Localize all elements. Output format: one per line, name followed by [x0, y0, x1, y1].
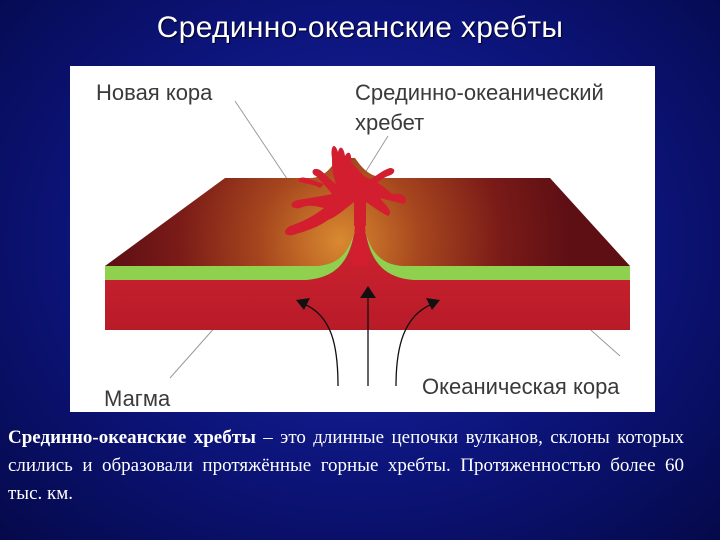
lava-plume	[284, 145, 407, 236]
arrow-head-right	[426, 298, 440, 310]
arrow-heads	[296, 286, 440, 310]
crust-top-surface	[105, 158, 630, 266]
curved-arrow-left-icon	[303, 303, 339, 387]
mantle-front	[105, 234, 630, 330]
label-oceanic-crust: Океаническая кора	[422, 374, 620, 399]
caption: Срединно-океанские хребты – это длинные …	[8, 424, 684, 508]
ridge-diagram-svg: Новая кора Срединно-океанический хребет …	[96, 80, 630, 411]
ridge-diagram: Новая кора Срединно-океанический хребет …	[70, 66, 655, 412]
label-magma: Магма	[104, 386, 171, 411]
label-ridge-line2: хребет	[355, 110, 424, 135]
label-new-crust: Новая кора	[96, 80, 213, 105]
arrow-head-up	[360, 286, 376, 298]
convection-arrows	[303, 294, 433, 387]
arrow-head-left	[296, 298, 310, 310]
curved-arrow-right-icon	[395, 303, 433, 387]
slide-title: Срединно-океанские хребты	[156, 11, 564, 44]
caption-term: Срединно-океанские хребты	[8, 427, 256, 448]
label-ridge-line1: Срединно-океанический	[355, 80, 604, 105]
caption-text: – это длинные цепочки вулканов, склоны к…	[8, 427, 684, 504]
